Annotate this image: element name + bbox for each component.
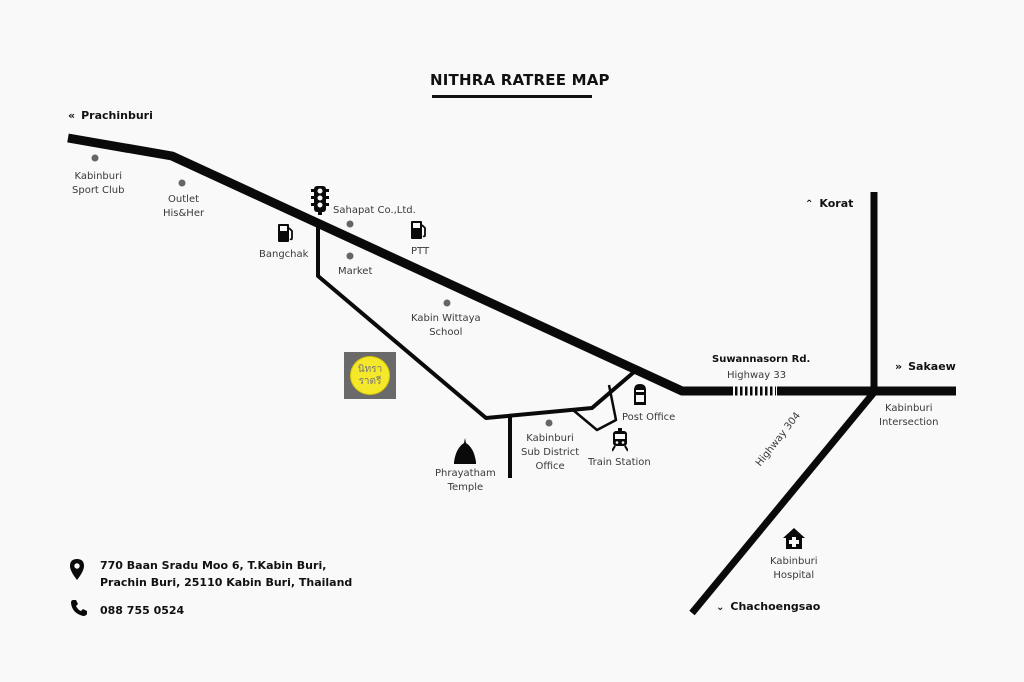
place-market: Market xyxy=(338,266,373,277)
address-line-2: Prachin Buri, 25110 Kabin Buri, Thailand xyxy=(100,576,353,589)
road-loop xyxy=(316,222,636,420)
train-icon xyxy=(612,428,628,452)
place-sahapat: Sahapat Co.,Ltd. xyxy=(333,205,416,216)
road-highway-33 xyxy=(67,133,733,396)
temple-icon xyxy=(454,438,476,464)
title-underline xyxy=(432,95,592,98)
map-pin-icon xyxy=(70,559,84,580)
phone-icon xyxy=(71,600,87,616)
hospital-icon xyxy=(783,528,805,549)
logo-text: นิทรา ราตรี xyxy=(350,356,390,395)
road-name-label: Suwannasorn Rd. xyxy=(712,354,811,365)
double-chevron-right-icon: » xyxy=(895,360,903,373)
address: 770 Baan Sradu Moo 6, T.Kabin Buri, Prac… xyxy=(100,557,352,591)
destination-sakaew: »Sakaew xyxy=(895,360,956,373)
place-sport-club: Kabinburi Sport Club xyxy=(72,171,125,196)
phone-number[interactable]: 088 755 0524 xyxy=(100,604,185,617)
place-sub-district-office: Kabinburi Sub District Office xyxy=(521,433,580,472)
place-temple: Phrayatham Temple xyxy=(435,468,496,493)
destination-prachinburi: «Prachinburi xyxy=(68,109,153,122)
place-intersection: Kabinburi Intersection xyxy=(879,403,939,428)
place-bangchak: Bangchak xyxy=(259,249,309,260)
place-outlet: Outlet His&Her xyxy=(163,194,205,219)
map-title: NITHRA RATREE MAP xyxy=(430,71,610,89)
fuel-pump-icon xyxy=(278,224,293,242)
mailbox-icon xyxy=(634,384,646,405)
place-ptt: PTT xyxy=(411,246,430,257)
place-post-office: Post Office xyxy=(622,412,676,423)
nithra-ratree-logo: นิทรา ราตรี xyxy=(344,352,396,399)
destination-chachoengsao: ⌄Chachoengsao xyxy=(716,600,821,613)
double-chevron-up-icon: ⌃ xyxy=(805,199,814,210)
road-highway-304 xyxy=(689,387,879,616)
double-chevron-down-icon: ⌄ xyxy=(716,602,725,613)
traffic-light-icon xyxy=(311,186,329,215)
double-chevron-left-icon: « xyxy=(68,109,76,122)
address-line-1: 770 Baan Sradu Moo 6, T.Kabin Buri, xyxy=(100,559,327,572)
place-school: Kabin Wittaya School xyxy=(411,313,481,338)
destination-korat: ⌃Korat xyxy=(805,197,854,210)
place-hospital: Kabinburi Hospital xyxy=(770,556,818,581)
place-train-station: Train Station xyxy=(588,457,651,468)
fuel-pump-icon xyxy=(411,221,426,239)
highway-33-label: Highway 33 xyxy=(727,370,787,381)
